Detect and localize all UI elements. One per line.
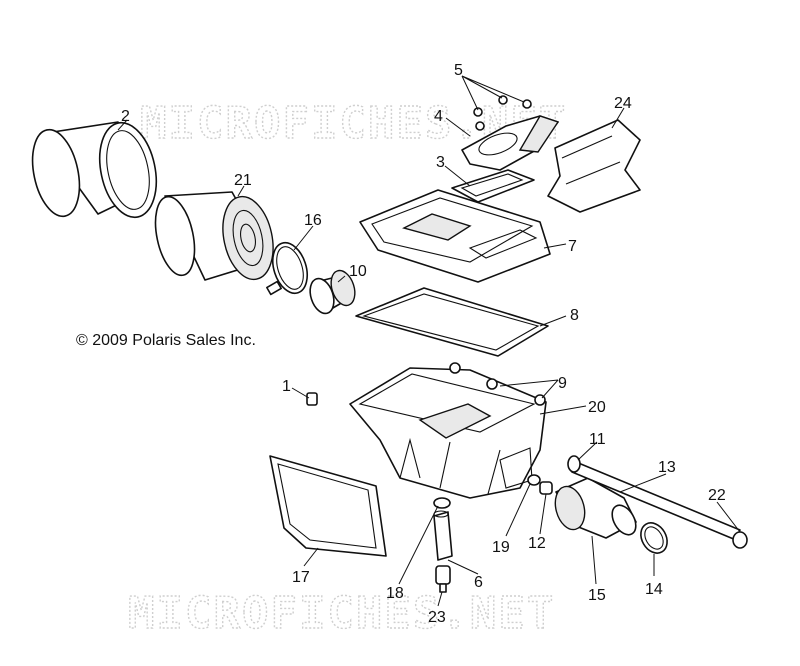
part-intake-boot-15 <box>554 477 637 539</box>
part-prefilter-sleeve <box>31 121 158 219</box>
part-clamp-16 <box>266 241 309 296</box>
callout-10: 10 <box>349 263 367 280</box>
callout-6: 6 <box>474 574 483 591</box>
part-clamp-18 <box>433 497 451 509</box>
callout-7: 7 <box>568 238 577 255</box>
copyright-notice: © 2009 Polaris Sales Inc. <box>76 332 256 349</box>
callout-11: 11 <box>589 431 606 448</box>
part-fitting-19 <box>527 474 541 486</box>
part-clamp-22 <box>732 531 748 549</box>
part-lid-7 <box>359 189 551 283</box>
callout-4: 4 <box>434 108 443 125</box>
callout-9: 9 <box>558 375 567 392</box>
callout-22: 22 <box>708 487 726 504</box>
watermark-bottom: MICROFICHES.NET <box>128 588 555 639</box>
callout-3: 3 <box>436 154 445 171</box>
callout-24: 24 <box>614 95 632 112</box>
callout-8: 8 <box>570 307 579 324</box>
callout-23: 23 <box>428 609 446 626</box>
callout-18: 18 <box>386 585 404 602</box>
callout-12: 12 <box>528 535 546 552</box>
callout-17: 17 <box>292 569 310 586</box>
part-gasket-3 <box>451 169 535 203</box>
callout-16: 16 <box>304 212 322 229</box>
part-bolt-1 <box>306 392 318 406</box>
part-clamp-11 <box>567 455 581 473</box>
part-airbox-20 <box>349 367 547 499</box>
leader-lines <box>117 75 741 607</box>
part-seal-8 <box>355 287 549 357</box>
callout-14: 14 <box>645 581 663 598</box>
callout-1: 1 <box>282 378 291 395</box>
callout-13: 13 <box>658 459 676 476</box>
part-drain-tube-6 <box>433 510 453 561</box>
part-fitting-12 <box>539 481 553 495</box>
part-coupler-10 <box>309 269 356 315</box>
callout-5: 5 <box>454 62 463 79</box>
callout-21: 21 <box>234 172 252 189</box>
callout-19: 19 <box>492 539 510 556</box>
part-cover-plate-4 <box>461 115 560 171</box>
part-grommets-9 <box>449 362 546 406</box>
part-gasket-24 <box>547 119 641 213</box>
part-clamp-14 <box>640 522 668 554</box>
callout-20: 20 <box>588 399 606 416</box>
part-air-filter-element <box>154 191 274 281</box>
callout-15: 15 <box>588 587 606 604</box>
part-drain-valve-23 <box>435 565 451 593</box>
callouts: 2 21 16 10 24 5 4 3 7 8 9 1 20 11 13 22 … <box>121 62 726 626</box>
part-screws-5 <box>473 95 532 131</box>
callout-2: 2 <box>121 108 130 125</box>
part-screen-17 <box>269 455 387 557</box>
